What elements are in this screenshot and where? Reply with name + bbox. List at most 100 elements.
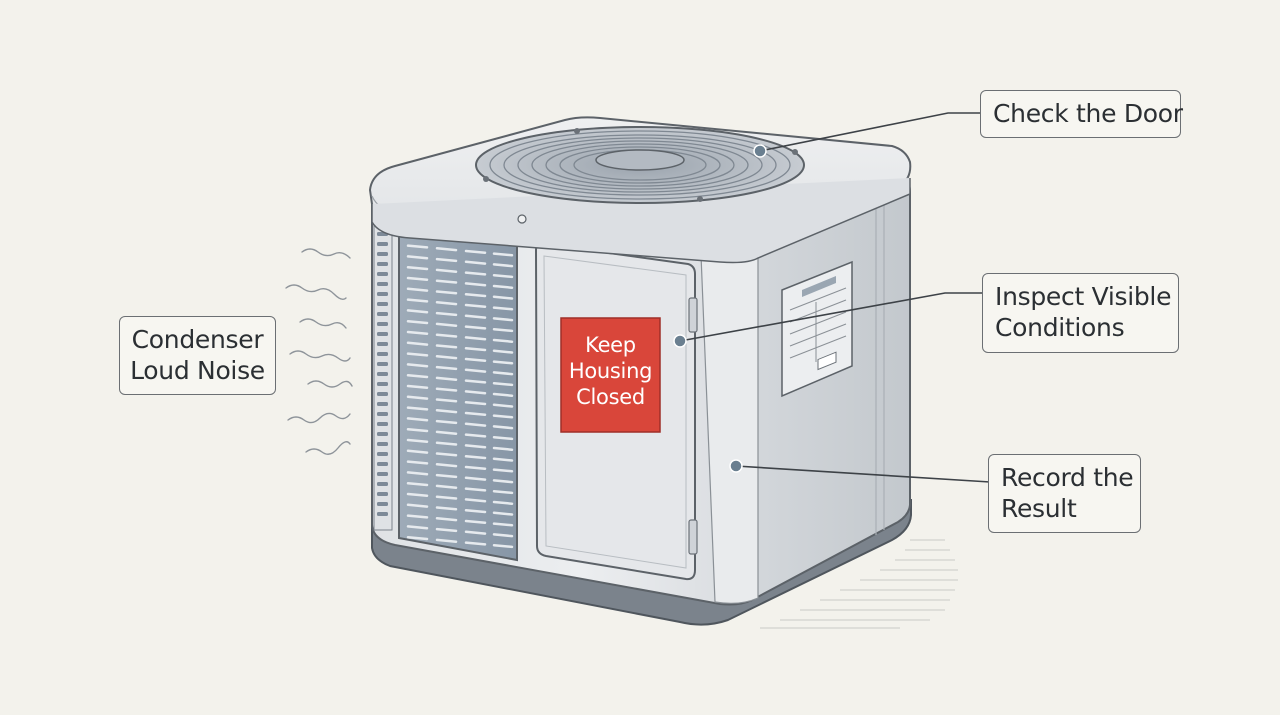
louver-slat — [464, 325, 487, 330]
left-edge-louvers — [373, 211, 393, 531]
louver-slat — [492, 317, 514, 322]
marker-record-dot — [729, 459, 743, 473]
louver-slat — [492, 403, 514, 408]
louver-slat — [464, 411, 487, 417]
louver-slat — [492, 522, 514, 527]
louver-slat — [435, 355, 458, 360]
louver-slat — [406, 395, 429, 400]
louver-slat — [492, 392, 514, 397]
louver-slat — [492, 446, 514, 451]
louver-slat — [464, 444, 487, 449]
louver-slat — [435, 517, 458, 522]
louver-slat — [406, 319, 429, 325]
callout-record-line-2: Result — [1001, 494, 1077, 523]
louver-slat — [435, 387, 458, 392]
louver-slat — [435, 344, 458, 349]
callout-record-line-1: Record the — [1001, 463, 1134, 492]
louver-slat — [492, 371, 514, 376]
louver-slat — [435, 365, 458, 371]
louver-slat — [492, 533, 514, 538]
louver-slat — [464, 433, 487, 438]
louver-slat — [464, 390, 487, 395]
louver-slat — [435, 506, 458, 511]
marker-inspect-dot — [673, 334, 687, 348]
louver-slat — [435, 333, 458, 338]
callout-inspect-line-2: Conditions — [995, 313, 1125, 342]
louver-slat — [435, 441, 458, 446]
louver-slat — [492, 263, 514, 268]
louver-slat — [435, 257, 458, 263]
louver-slat — [435, 538, 458, 543]
louver-slat — [406, 535, 429, 541]
louver-slat — [435, 311, 458, 317]
louver-slat — [464, 249, 487, 255]
louver-slat — [464, 379, 487, 384]
louver-slat — [464, 400, 487, 406]
louver-slat — [406, 492, 429, 498]
louver-slat — [464, 303, 487, 309]
louver-slat — [492, 306, 514, 311]
louver-slat — [492, 381, 514, 387]
louver-slat — [435, 527, 458, 533]
louver-slat — [435, 279, 458, 284]
louver-slat — [492, 500, 514, 505]
louver-slat — [464, 487, 487, 492]
louver-slat — [464, 368, 487, 373]
louver-slat — [406, 460, 429, 465]
callout-inspect-visible-conditions: Inspect Visible Conditions — [982, 273, 1179, 353]
callout-condenser-loud-noise: Condenser Loud Noise — [119, 316, 276, 395]
louver-slat — [406, 471, 429, 476]
louver-slat — [492, 479, 514, 484]
ground-shadow — [760, 539, 958, 629]
fan-grille — [475, 126, 805, 204]
louver-slat — [492, 511, 514, 516]
louver-slat — [464, 336, 487, 341]
louver-slat — [464, 292, 487, 298]
louver-slat — [435, 484, 458, 489]
louver-slat — [464, 282, 487, 287]
louver-slat — [492, 273, 514, 279]
louver-slat — [492, 468, 514, 473]
sign-line-3: Closed — [576, 385, 645, 409]
louver-slat — [464, 260, 487, 265]
louver-slat — [435, 419, 458, 425]
top-screw — [517, 214, 527, 224]
louver-slat — [464, 530, 487, 535]
callout-condenser-line-2: Loud Noise — [130, 356, 265, 385]
louver-slat — [406, 276, 429, 282]
louver-slat — [406, 503, 429, 508]
louver-slat — [406, 427, 429, 433]
louver-slat — [464, 422, 487, 427]
callout-record-the-result: Record the Result — [988, 454, 1141, 533]
callout-check-the-door: Check the Door — [980, 90, 1183, 138]
louver-slat — [435, 376, 458, 381]
louver-slat — [492, 252, 514, 257]
louver-slat — [492, 543, 514, 549]
louver-slat — [406, 287, 429, 292]
louver-slat — [406, 265, 429, 271]
louver-slat — [406, 330, 429, 336]
louver-slat — [464, 357, 487, 363]
louver-slat — [435, 430, 458, 435]
louver-slat — [492, 360, 514, 365]
louver-slat — [435, 473, 458, 479]
louver-slat — [406, 481, 429, 487]
sign-line-2: Housing — [568, 359, 653, 383]
louver-slat — [492, 489, 514, 495]
louver-slat — [406, 417, 429, 422]
louver-slat — [406, 298, 429, 303]
louver-slat — [406, 438, 429, 444]
louver-slat — [435, 452, 458, 457]
louver-slat — [406, 525, 429, 530]
louver-slat — [435, 398, 458, 403]
louver-slat — [406, 406, 429, 411]
louver-slat — [492, 425, 514, 430]
side-panel-seams — [875, 186, 885, 535]
louver-slat — [406, 341, 429, 346]
louver-slat — [464, 541, 487, 546]
louver-slat — [492, 284, 514, 289]
louver-slat — [406, 244, 429, 249]
louver-slat — [464, 465, 487, 471]
